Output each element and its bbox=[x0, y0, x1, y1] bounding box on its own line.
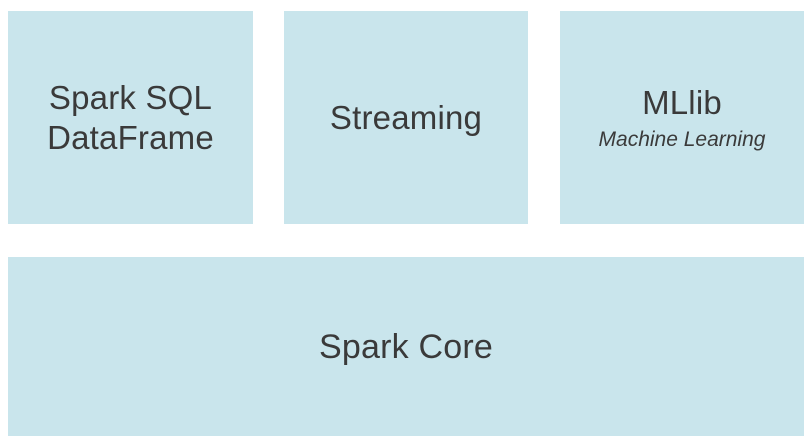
streaming-block: Streaming bbox=[284, 11, 528, 224]
streaming-label: Streaming bbox=[329, 98, 483, 136]
mllib-label: MLlib bbox=[642, 83, 722, 121]
spark-sql-label: Spark SQL bbox=[48, 78, 213, 116]
spark-core-label: Spark Core bbox=[319, 327, 493, 366]
mllib-block: MLlib Machine Learning bbox=[560, 11, 804, 224]
machine-learning-label: Machine Learning bbox=[598, 127, 766, 151]
spark-sql-dataframe-block: Spark SQL DataFrame bbox=[8, 11, 253, 224]
spark-core-block: Spark Core bbox=[8, 257, 804, 436]
dataframe-label: DataFrame bbox=[47, 118, 214, 156]
